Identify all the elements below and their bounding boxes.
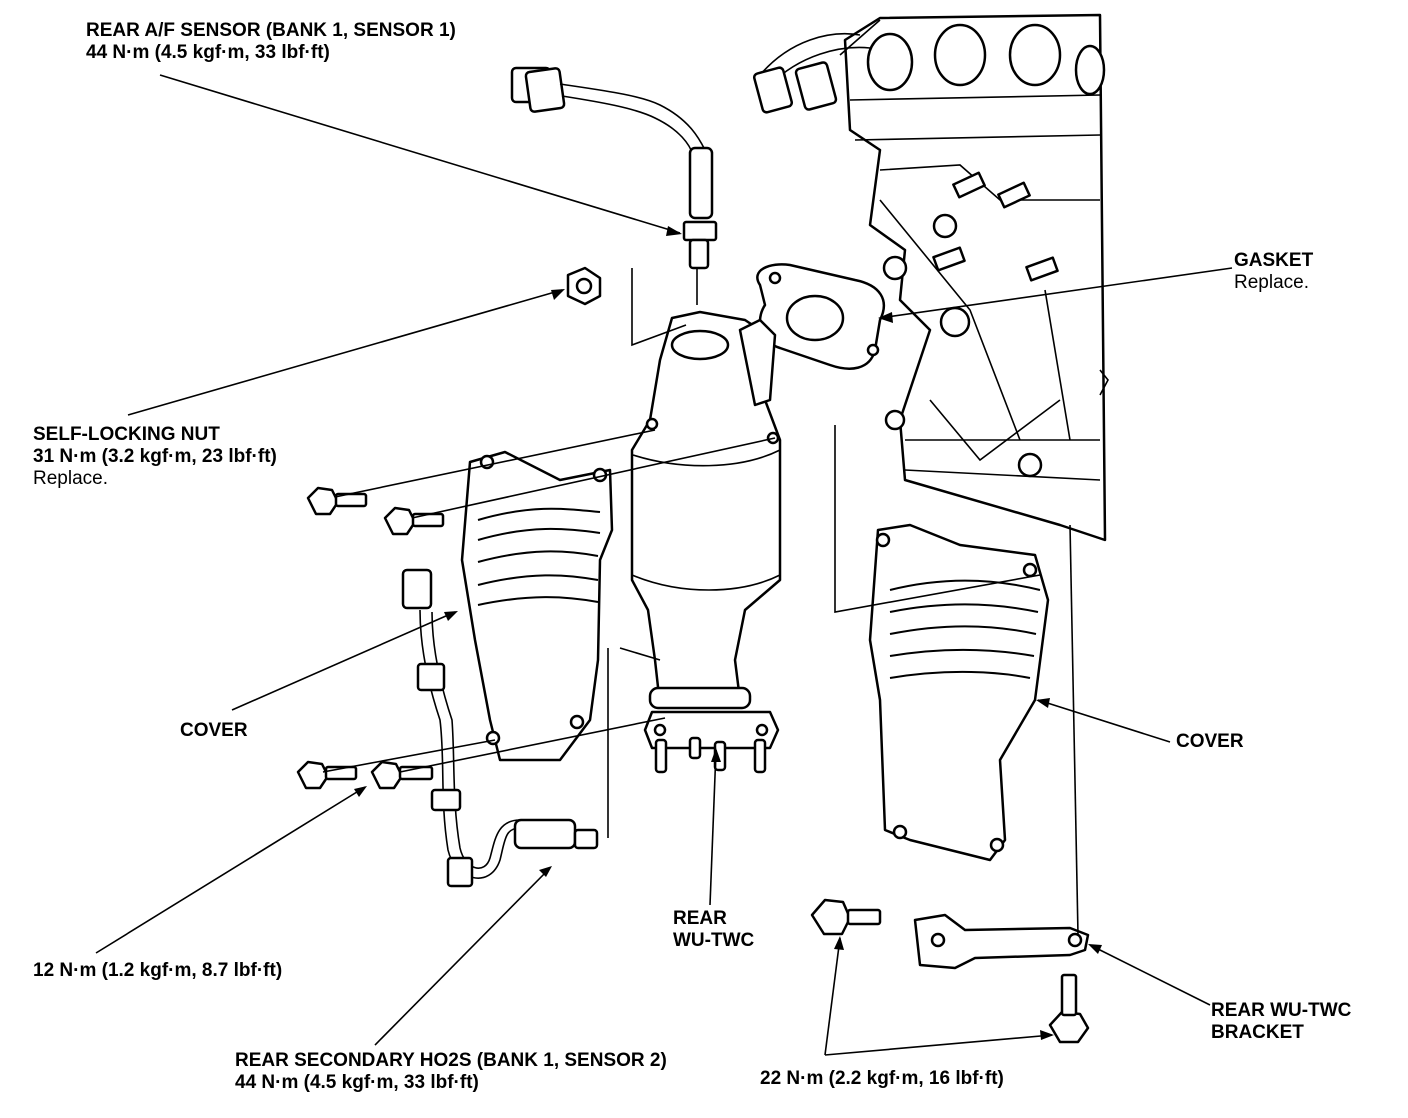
self-locking-nut-title: SELF-LOCKING NUT xyxy=(33,424,220,445)
rear-af-sensor-torque: 44 N·m (4.5 kgf·m, 33 lbf·ft) xyxy=(86,42,330,63)
leader-lines xyxy=(95,74,1233,1056)
label-torque-22: 22 N·m (2.2 kgf·m, 16 lbf·ft) xyxy=(760,1068,1004,1090)
cover-right-title: COVER xyxy=(1176,731,1244,752)
engine-block xyxy=(843,13,1109,542)
upper-connector xyxy=(752,19,881,114)
rear-secondary-ho2s-title: REAR SECONDARY HO2S (BANK 1, SENSOR 2) xyxy=(235,1050,667,1071)
alignment-lines xyxy=(607,268,1041,838)
rear-wu-twc-line1: REAR xyxy=(673,908,727,929)
label-rear-wu-twc-bracket: REAR WU-TWC BRACKET xyxy=(1211,1000,1351,1044)
gasket-note: Replace. xyxy=(1234,272,1309,293)
cover-left-title: COVER xyxy=(180,720,248,741)
label-self-locking-nut: SELF-LOCKING NUT 31 N·m (3.2 kgf·m, 23 l… xyxy=(33,424,277,490)
self-locking-nut xyxy=(566,266,602,306)
torque-12-text: 12 N·m (1.2 kgf·m, 8.7 lbf·ft) xyxy=(33,960,283,981)
label-rear-wu-twc: REAR WU-TWC xyxy=(673,908,754,952)
label-cover-right: COVER xyxy=(1176,731,1244,753)
self-locking-nut-torque: 31 N·m (3.2 kgf·m, 23 lbf·ft) xyxy=(33,446,277,467)
rear-secondary-ho2s-torque: 44 N·m (4.5 kgf·m, 33 lbf·ft) xyxy=(235,1072,479,1093)
label-rear-af-sensor: REAR A/F SENSOR (BANK 1, SENSOR 1) 44 N·… xyxy=(86,20,456,64)
bracket-line2: BRACKET xyxy=(1211,1022,1304,1043)
gasket-title: GASKET xyxy=(1234,250,1314,271)
manifold-studs xyxy=(932,171,1059,282)
label-torque-12: 12 N·m (1.2 kgf·m, 8.7 lbf·ft) xyxy=(33,960,282,982)
rear-wu-twc-line2: WU-TWC xyxy=(673,930,755,951)
rear-secondary-ho2s xyxy=(401,568,599,888)
bracket-bolts xyxy=(810,898,1090,1044)
rear-af-sensor xyxy=(510,66,718,305)
torque-22-text: 22 N·m (2.2 kgf·m, 16 lbf·ft) xyxy=(760,1068,1004,1089)
left-cover xyxy=(460,450,614,762)
rear-af-sensor-title: REAR A/F SENSOR (BANK 1, SENSOR 1) xyxy=(86,20,456,41)
label-cover-left: COVER xyxy=(180,720,248,742)
self-locking-nut-note: Replace. xyxy=(33,468,108,489)
rear-wu-twc xyxy=(630,310,782,774)
right-cover xyxy=(868,523,1050,862)
label-rear-secondary-ho2s: REAR SECONDARY HO2S (BANK 1, SENSOR 2) 4… xyxy=(235,1050,667,1094)
gasket xyxy=(756,263,886,370)
label-gasket: GASKET Replace. xyxy=(1234,250,1313,294)
bracket-line1: REAR WU-TWC xyxy=(1211,1000,1352,1021)
rear-wu-twc-bracket xyxy=(913,524,1090,970)
